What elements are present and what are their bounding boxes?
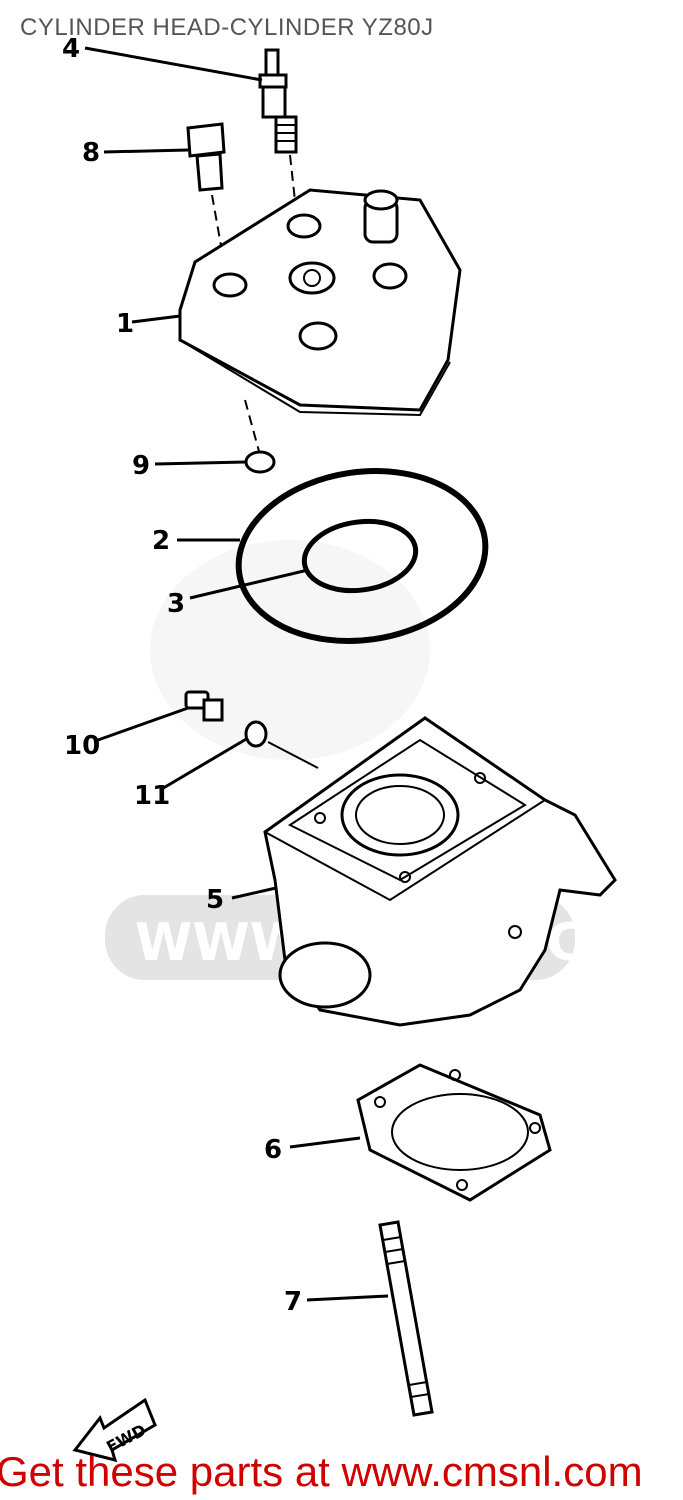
callout-7: 7 bbox=[284, 1287, 302, 1317]
callout-11: 11 bbox=[134, 781, 170, 811]
callout-8: 8 bbox=[82, 138, 100, 168]
diagram-title: CYLINDER HEAD-CYLINDER YZ80J bbox=[20, 14, 434, 41]
base-gasket-part[interactable] bbox=[356, 1063, 552, 1202]
callout-5: 5 bbox=[206, 885, 224, 915]
fitting-10-part[interactable] bbox=[184, 690, 224, 722]
o-ring-part[interactable] bbox=[300, 515, 420, 598]
callout-10: 10 bbox=[64, 731, 100, 761]
washer-9-part[interactable] bbox=[244, 450, 276, 474]
cylinder-part[interactable] bbox=[263, 716, 617, 1027]
head-gasket-part[interactable] bbox=[228, 456, 497, 657]
callout-4: 4 bbox=[62, 34, 80, 64]
callout-1: 1 bbox=[116, 309, 134, 339]
stud-bolt-part[interactable] bbox=[378, 1220, 434, 1417]
bolt-part[interactable] bbox=[186, 122, 226, 192]
callout-3: 3 bbox=[167, 589, 185, 619]
footer-link[interactable]: Get these parts at www.cmsnl.com bbox=[0, 1448, 643, 1495]
spark-plug-part[interactable] bbox=[258, 48, 298, 154]
callout-2: 2 bbox=[152, 526, 170, 556]
callout-6: 6 bbox=[264, 1135, 282, 1165]
callout-9: 9 bbox=[132, 451, 150, 481]
cylinder-head-part[interactable] bbox=[178, 188, 462, 417]
washer-11-part[interactable] bbox=[244, 720, 268, 748]
